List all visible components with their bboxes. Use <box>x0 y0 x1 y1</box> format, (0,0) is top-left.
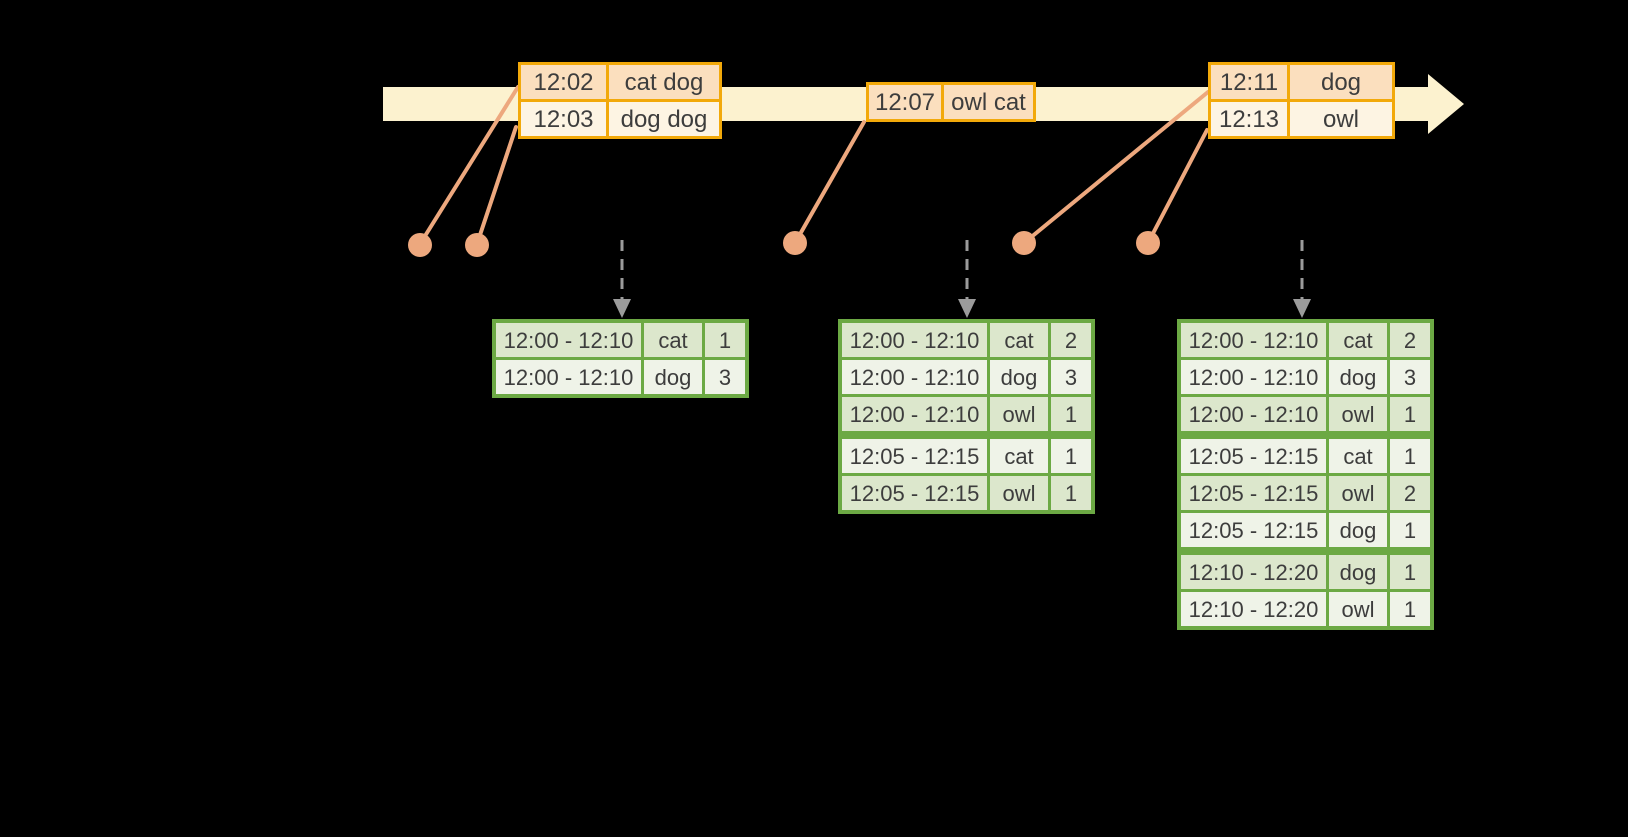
window-cell: 12:05 - 12:15 <box>1181 476 1326 510</box>
event-row: 12:07 owl cat <box>869 85 1033 119</box>
count-cell: 2 <box>1051 323 1091 357</box>
result-row: 12:05 - 12:15 cat 1 <box>842 439 1091 473</box>
word-cell: dog <box>1329 360 1387 394</box>
result-table-1: 12:00 - 12:10 cat 1 12:00 - 12:10 dog 3 <box>492 319 749 398</box>
word-cell: cat <box>1329 439 1387 473</box>
event-marker-line-1202 <box>418 85 520 246</box>
event-words: owl cat <box>944 85 1033 119</box>
result-row: 12:10 - 12:20 dog 1 <box>1181 555 1430 589</box>
result-table-2: 12:00 - 12:10 cat 2 12:00 - 12:10 dog 3 … <box>838 319 1095 514</box>
window-cell: 12:00 - 12:10 <box>842 323 987 357</box>
event-words: dog dog <box>609 102 719 136</box>
event-row: 12:13 owl <box>1211 102 1392 136</box>
event-marker-dot-1213 <box>1136 231 1160 255</box>
window-cell: 12:10 - 12:20 <box>1181 592 1326 626</box>
count-cell: 2 <box>1390 476 1430 510</box>
word-cell: cat <box>990 439 1048 473</box>
event-table-1211-1213: 12:11 dog 12:13 owl <box>1208 62 1395 139</box>
event-time: 12:11 <box>1211 65 1287 99</box>
event-time: 12:13 <box>1211 102 1287 136</box>
timeline-arrowhead-icon <box>1428 74 1464 134</box>
word-cell: dog <box>644 360 702 394</box>
event-marker-line-1203 <box>475 125 518 246</box>
word-cell: dog <box>1329 513 1387 547</box>
event-words: dog <box>1290 65 1392 99</box>
event-marker-dot-1202 <box>408 233 432 257</box>
trigger-arrow-2 <box>958 240 976 318</box>
event-time: 12:07 <box>869 85 941 119</box>
result-row: 12:10 - 12:20 owl 1 <box>1181 592 1430 626</box>
event-time: 12:03 <box>521 102 606 136</box>
word-cell: owl <box>990 397 1048 431</box>
window-cell: 12:00 - 12:10 <box>496 360 641 394</box>
word-cell: dog <box>990 360 1048 394</box>
count-cell: 1 <box>1390 397 1430 431</box>
result-row: 12:00 - 12:10 cat 2 <box>842 323 1091 357</box>
window-cell: 12:00 - 12:10 <box>842 397 987 431</box>
window-group-divider <box>1181 550 1430 552</box>
event-marker-line-1213 <box>1146 128 1209 245</box>
count-cell: 3 <box>705 360 745 394</box>
count-cell: 1 <box>1390 439 1430 473</box>
word-cell: cat <box>990 323 1048 357</box>
result-row: 12:00 - 12:10 dog 3 <box>1181 360 1430 394</box>
count-cell: 3 <box>1390 360 1430 394</box>
result-row: 12:05 - 12:15 owl 2 <box>1181 476 1430 510</box>
count-cell: 1 <box>1051 397 1091 431</box>
word-cell: owl <box>1329 592 1387 626</box>
result-row: 12:00 - 12:10 dog 3 <box>842 360 1091 394</box>
event-row: 12:03 dog dog <box>521 102 719 136</box>
window-cell: 12:05 - 12:15 <box>842 476 987 510</box>
result-row: 12:05 - 12:15 dog 1 <box>1181 513 1430 547</box>
event-table-1207: 12:07 owl cat <box>866 82 1036 122</box>
word-cell: owl <box>1329 397 1387 431</box>
trigger-arrow-1 <box>613 240 631 318</box>
count-cell: 1 <box>1390 555 1430 589</box>
window-cell: 12:05 - 12:15 <box>842 439 987 473</box>
event-marker-dot-1207 <box>783 231 807 255</box>
window-cell: 12:10 - 12:20 <box>1181 555 1326 589</box>
event-marker-dot-1211 <box>1012 231 1036 255</box>
count-cell: 1 <box>1051 439 1091 473</box>
window-cell: 12:00 - 12:10 <box>496 323 641 357</box>
window-cell: 12:05 - 12:15 <box>1181 513 1326 547</box>
word-cell: owl <box>1329 476 1387 510</box>
window-cell: 12:00 - 12:10 <box>842 360 987 394</box>
event-time: 12:02 <box>521 65 606 99</box>
result-row: 12:05 - 12:15 owl 1 <box>842 476 1091 510</box>
window-cell: 12:00 - 12:10 <box>1181 360 1326 394</box>
event-words: cat dog <box>609 65 719 99</box>
result-row: 12:00 - 12:10 cat 2 <box>1181 323 1430 357</box>
event-marker-line-1211 <box>1022 90 1210 245</box>
event-marker-line-1207 <box>793 120 866 245</box>
event-row: 12:02 cat dog <box>521 65 719 99</box>
trigger-arrow-3 <box>1293 240 1311 318</box>
count-cell: 1 <box>705 323 745 357</box>
event-marker-dot-1203 <box>465 233 489 257</box>
word-cell: dog <box>1329 555 1387 589</box>
count-cell: 3 <box>1051 360 1091 394</box>
count-cell: 1 <box>1390 592 1430 626</box>
count-cell: 1 <box>1051 476 1091 510</box>
event-words: owl <box>1290 102 1392 136</box>
event-row: 12:11 dog <box>1211 65 1392 99</box>
result-row: 12:00 - 12:10 dog 3 <box>496 360 745 394</box>
window-group-divider <box>842 434 1091 436</box>
word-cell: cat <box>644 323 702 357</box>
result-row: 12:00 - 12:10 cat 1 <box>496 323 745 357</box>
word-cell: owl <box>990 476 1048 510</box>
word-cell: cat <box>1329 323 1387 357</box>
result-row: 12:05 - 12:15 cat 1 <box>1181 439 1430 473</box>
window-cell: 12:00 - 12:10 <box>1181 323 1326 357</box>
result-row: 12:00 - 12:10 owl 1 <box>842 397 1091 431</box>
count-cell: 1 <box>1390 513 1430 547</box>
window-cell: 12:00 - 12:10 <box>1181 397 1326 431</box>
result-table-3: 12:00 - 12:10 cat 2 12:00 - 12:10 dog 3 … <box>1177 319 1434 630</box>
count-cell: 2 <box>1390 323 1430 357</box>
event-table-1202-1203: 12:02 cat dog 12:03 dog dog <box>518 62 722 139</box>
window-group-divider <box>1181 434 1430 436</box>
result-row: 12:00 - 12:10 owl 1 <box>1181 397 1430 431</box>
window-cell: 12:05 - 12:15 <box>1181 439 1326 473</box>
